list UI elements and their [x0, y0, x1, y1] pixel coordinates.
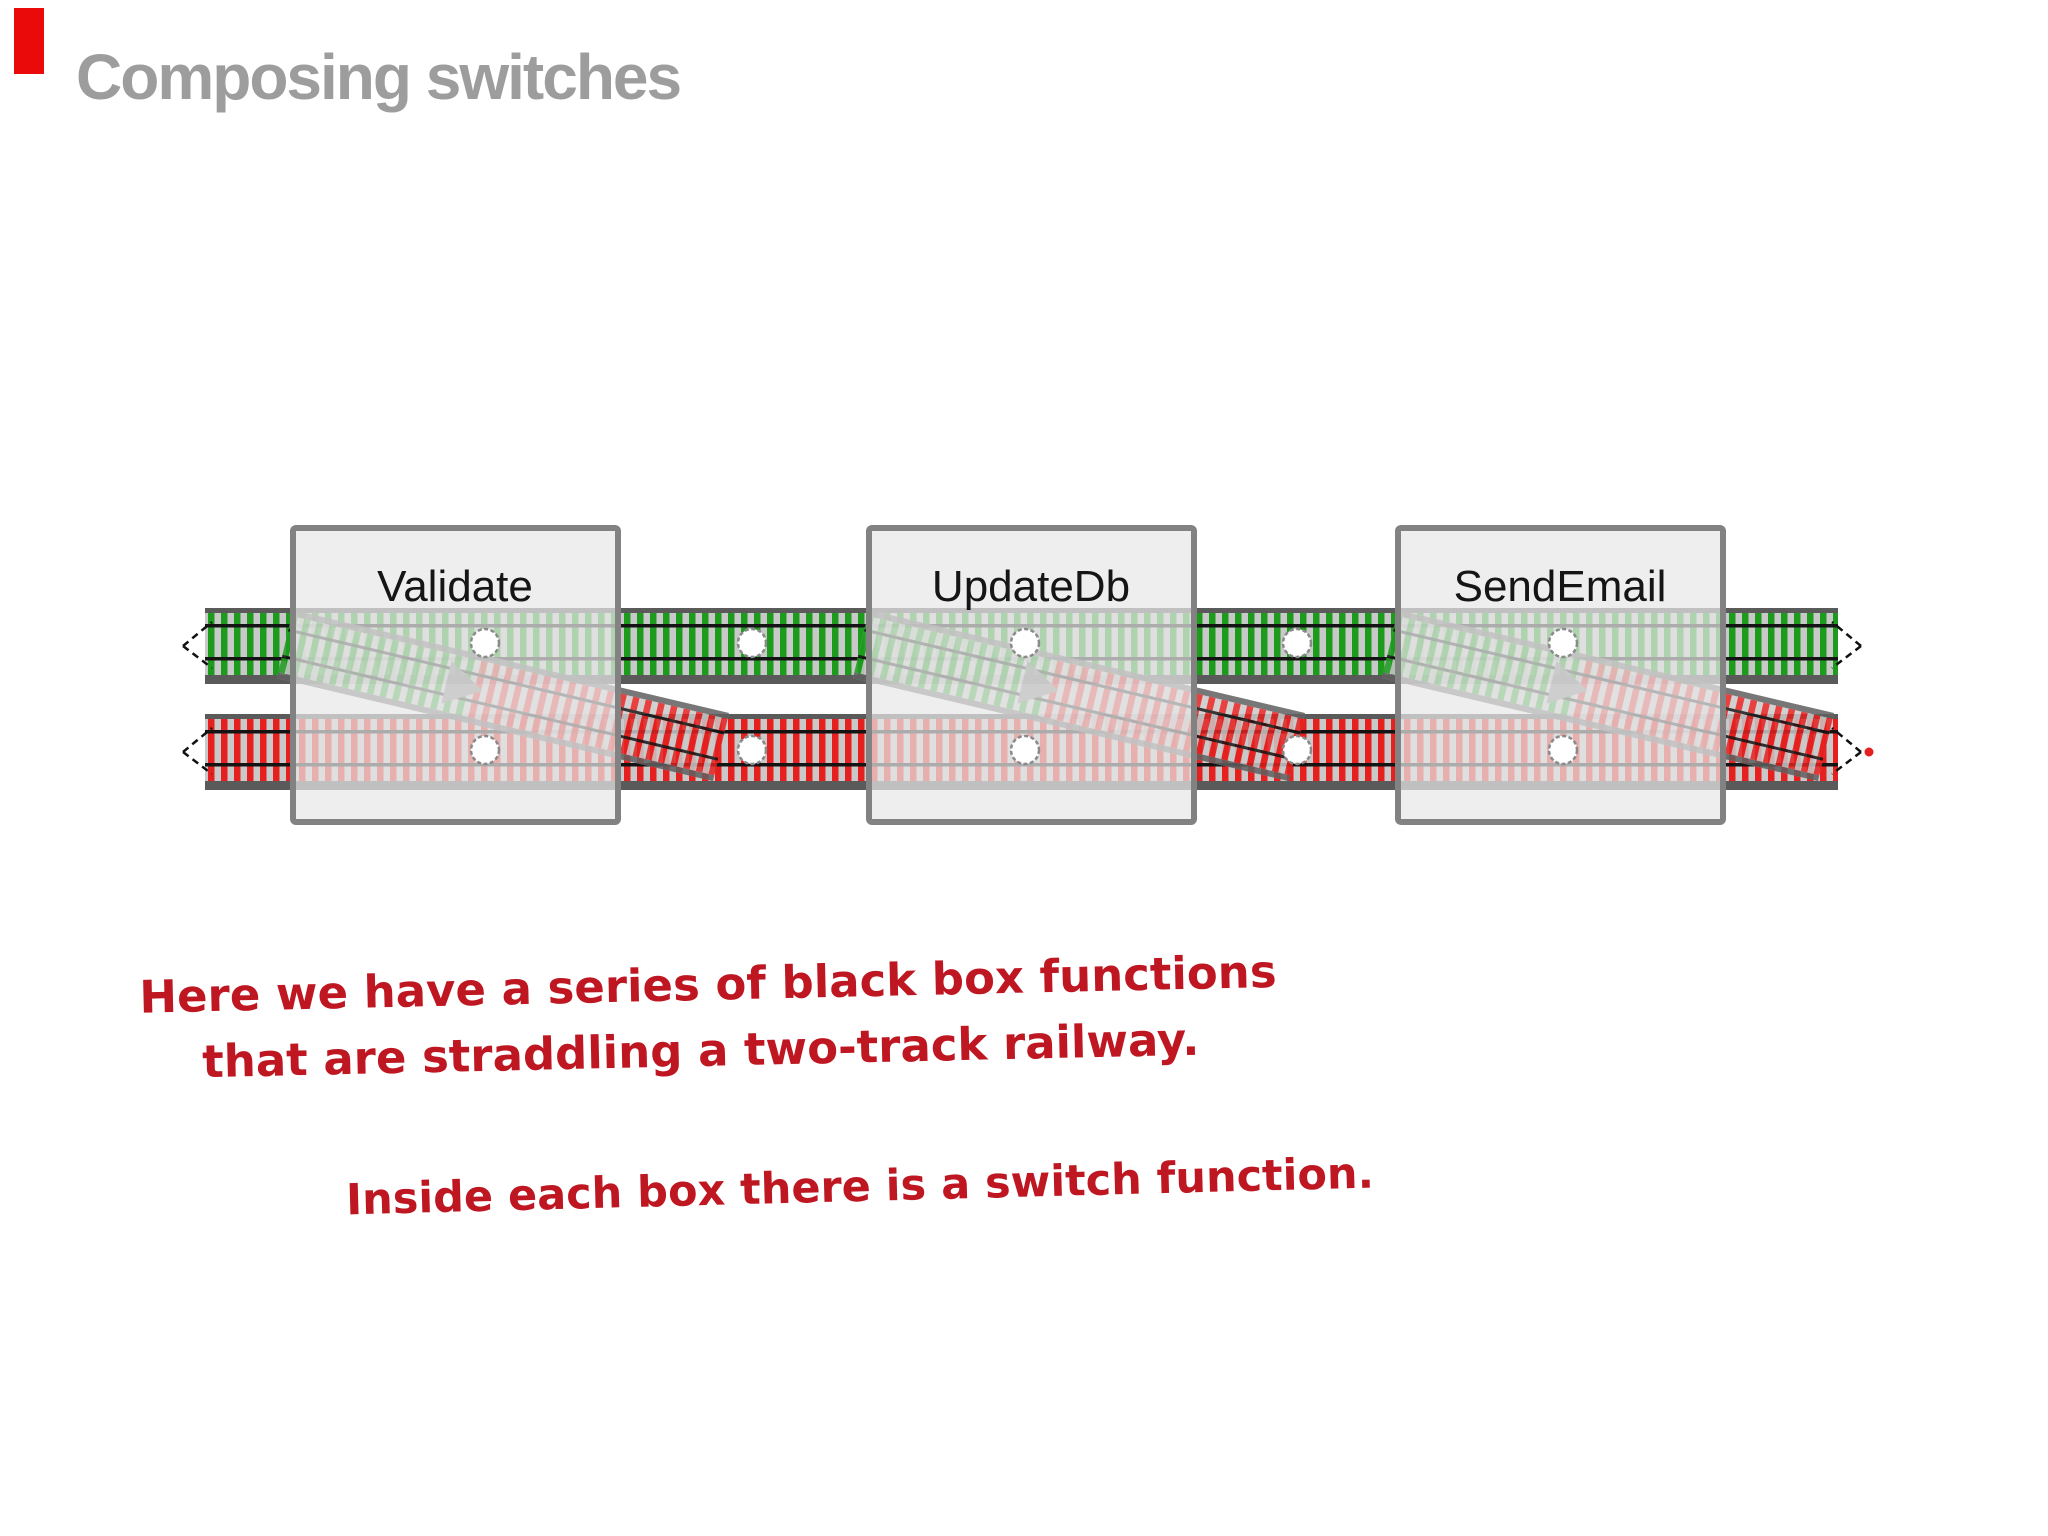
track-node	[1009, 734, 1041, 766]
function-box-validate: Validate	[290, 525, 621, 825]
track-node	[736, 734, 768, 766]
track-node	[1009, 627, 1041, 659]
track-node	[469, 627, 501, 659]
track-node	[1281, 734, 1313, 766]
function-box-label-updatedb: UpdateDb	[932, 562, 1130, 611]
track-nodes	[469, 627, 1579, 766]
red-end-dot	[1864, 747, 1874, 757]
track-end-arrows	[182, 621, 1862, 775]
function-box-sendemail: SendEmail	[1395, 525, 1726, 825]
function-box-updatedb: UpdateDb	[866, 525, 1197, 825]
track-node	[1547, 627, 1579, 659]
red-marker-bar	[14, 8, 44, 74]
function-box-label-sendemail: SendEmail	[1454, 562, 1667, 611]
track-node	[1281, 627, 1313, 659]
track-node	[1547, 734, 1579, 766]
annotation-straddling: Here we have a series of black box funct…	[139, 939, 1277, 1096]
track-node	[736, 627, 768, 659]
slide-title: Composing switches	[76, 41, 682, 113]
function-box-label-validate: Validate	[377, 562, 533, 611]
track-node	[469, 734, 501, 766]
